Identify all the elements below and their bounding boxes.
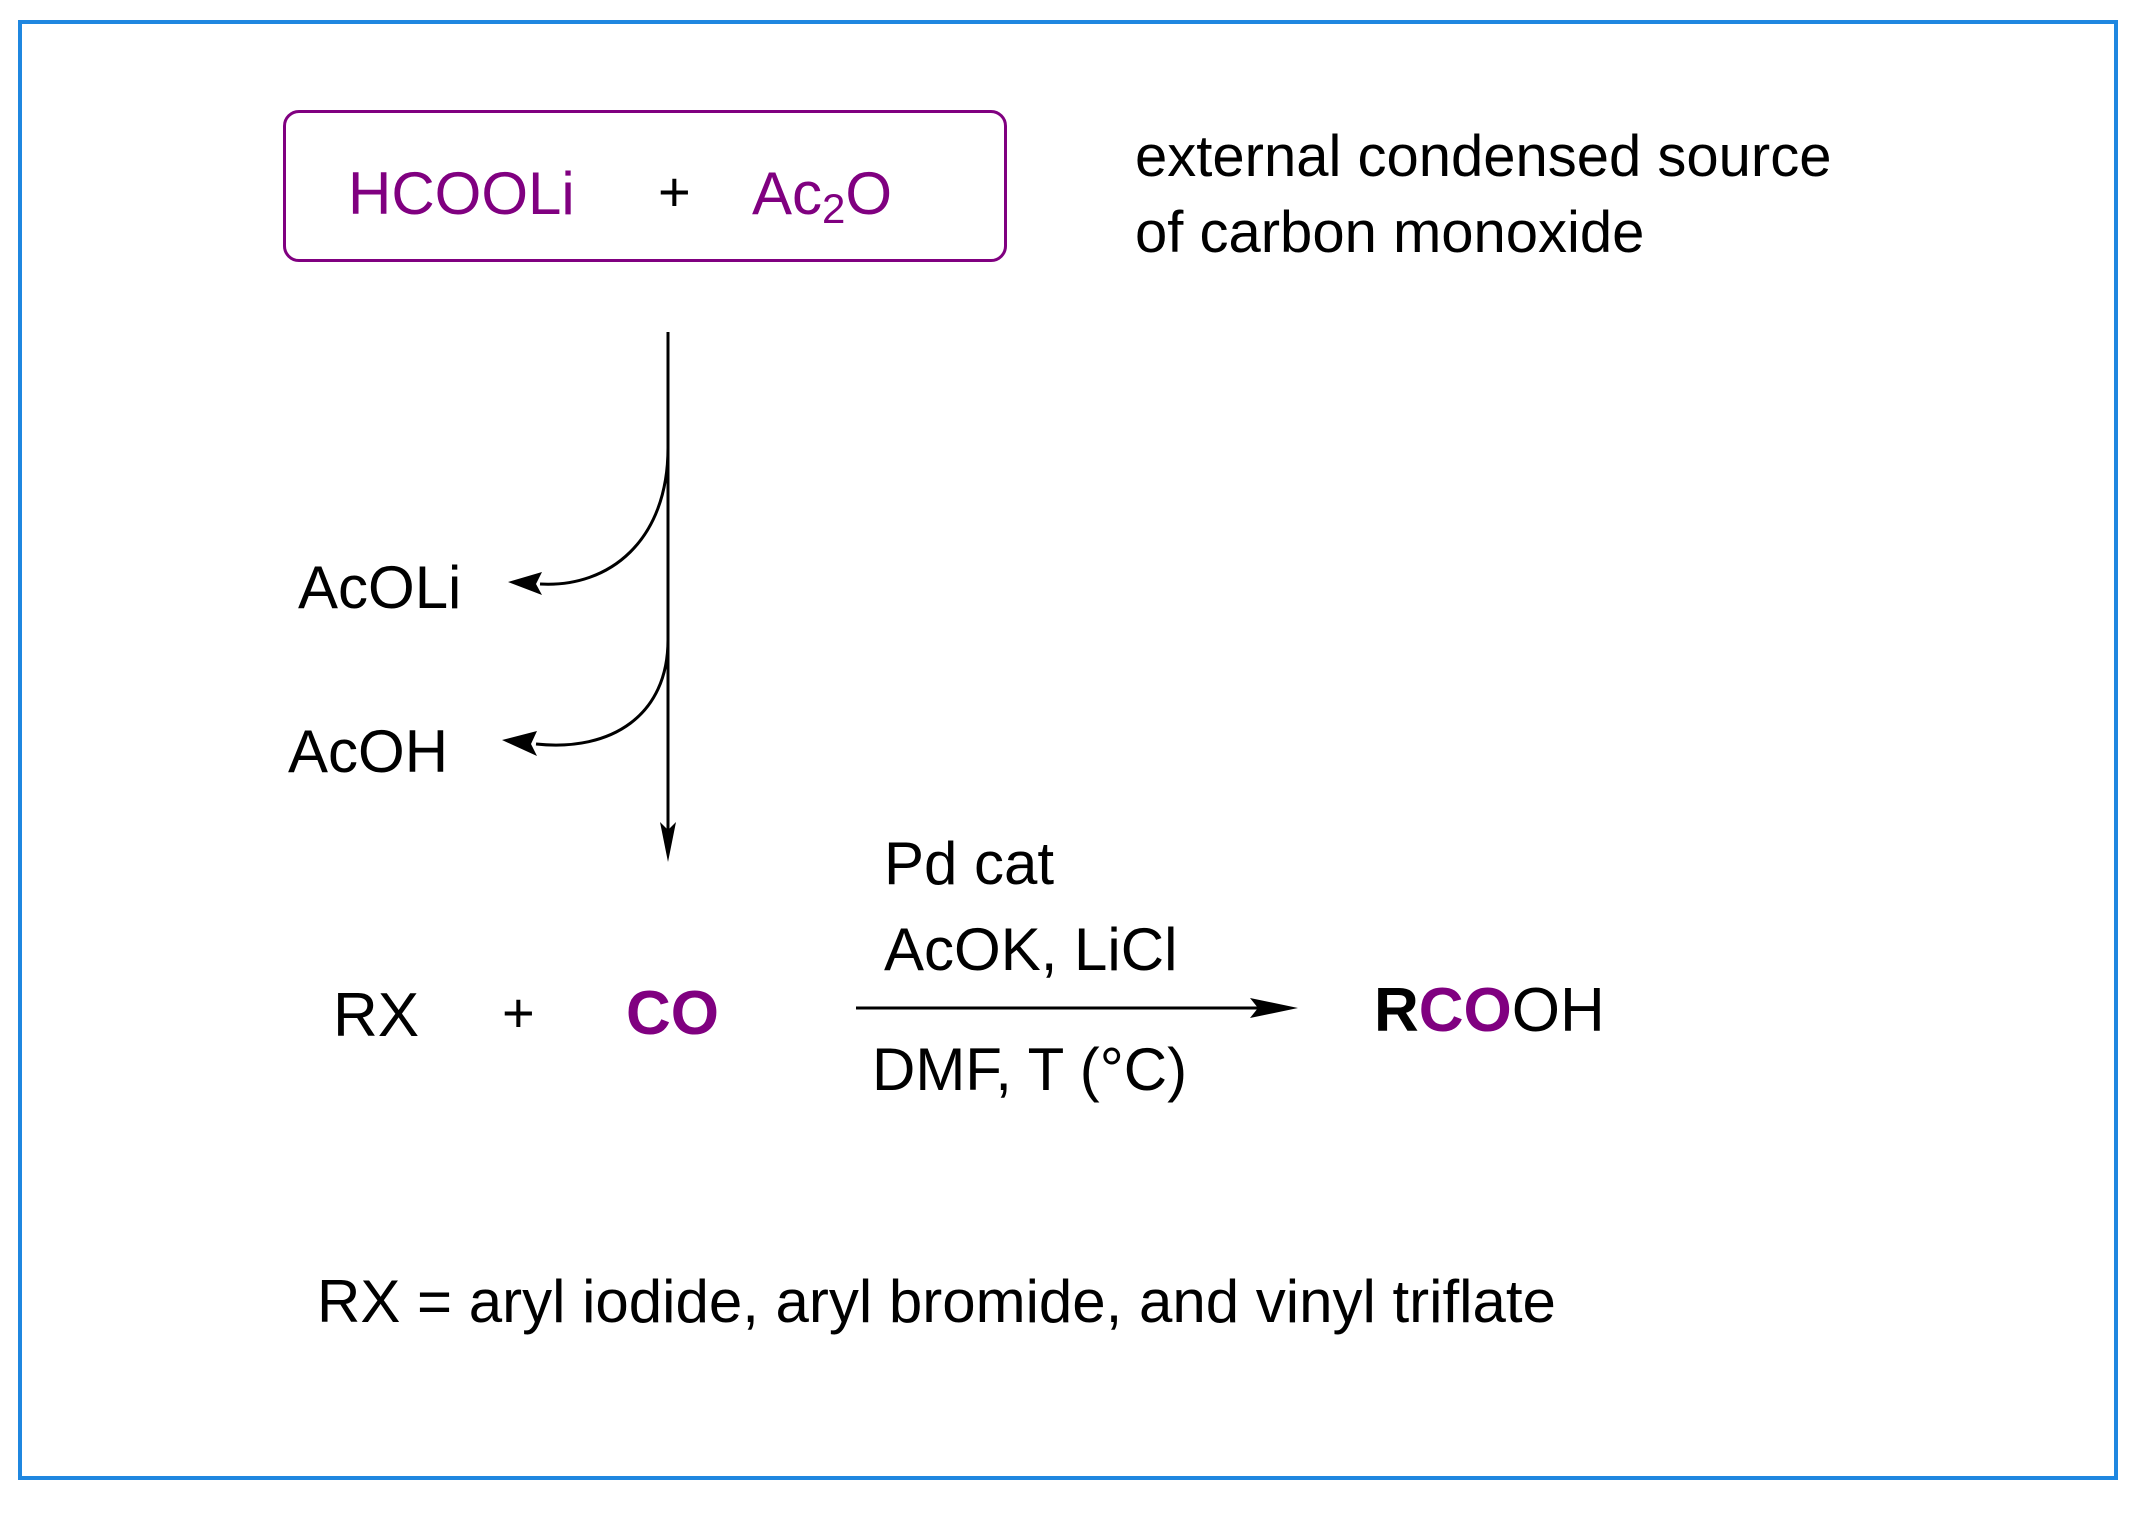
reaction-plus: + <box>502 981 535 1044</box>
description-line-2: of carbon monoxide <box>1135 200 1645 265</box>
figure-frame <box>18 20 2118 1480</box>
reagent-ac2o: Ac2O <box>752 164 892 230</box>
reactant-co: CO <box>626 979 719 1048</box>
curved-arrow-acoli-head <box>508 572 542 595</box>
curved-arrow-acoli <box>539 447 670 586</box>
reactant-rx: RX <box>333 981 420 1050</box>
curved-arrow-acoh-head <box>502 731 537 756</box>
reagent-plus: + <box>658 160 691 223</box>
product-oh: OH <box>1511 976 1605 1045</box>
curved-arrow-acoh <box>535 639 670 747</box>
product-co: CO <box>1418 976 1512 1045</box>
ac2o-subscript: 2 <box>822 185 846 233</box>
ac2o-tail: O <box>845 160 893 227</box>
description-line-1: external condensed source <box>1135 124 1832 189</box>
product-rcooh: RCOOH <box>1374 980 1605 1042</box>
main-down-arrow-head <box>660 822 676 862</box>
reaction-arrow-head <box>1250 998 1298 1018</box>
byproduct-acoh: AcOH <box>288 718 449 785</box>
co-source-box <box>283 110 1007 262</box>
condition-pd-cat: Pd cat <box>884 830 1055 897</box>
footnote-rx-definition: RX = aryl iodide, aryl bromide, and viny… <box>317 1268 1556 1335</box>
condition-dmf-temp: DMF, T (°C) <box>872 1036 1188 1103</box>
byproduct-acoli: AcOLi <box>298 554 462 621</box>
ac2o-base: Ac <box>752 160 823 227</box>
reagent-hcooli: HCOOLi <box>348 160 575 227</box>
product-r: R <box>1374 976 1419 1045</box>
condition-acok-licl: AcOK, LiCl <box>884 916 1178 983</box>
